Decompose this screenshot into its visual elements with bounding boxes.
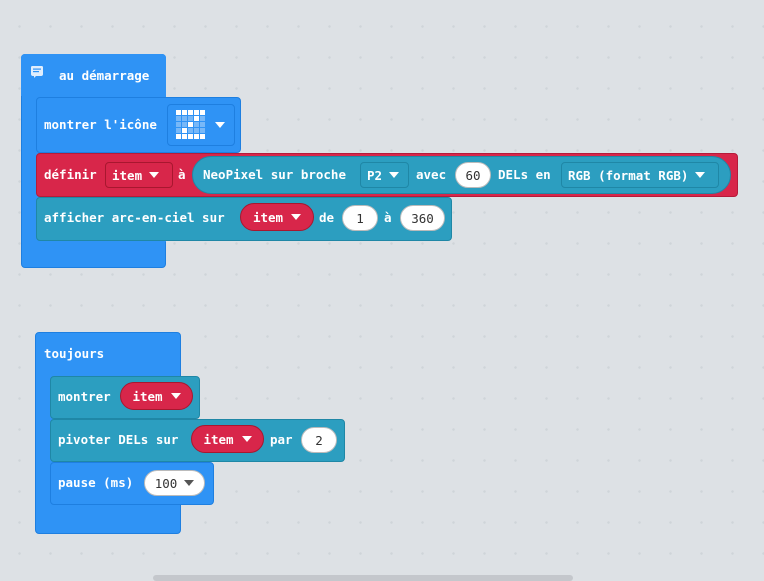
dels-en-label: DELs en	[498, 167, 551, 182]
rainbow-variable-name: item	[252, 209, 284, 225]
rotate-variable-name: item	[203, 431, 234, 447]
rainbow-to-value: 360	[411, 210, 434, 226]
rotate-amount-input[interactable]: 2	[301, 427, 337, 453]
chevron-down-icon	[149, 172, 160, 178]
led-count-value: 60	[465, 167, 481, 183]
show-label: montrer	[58, 389, 111, 404]
neopixel-create-label: NeoPixel sur broche	[203, 167, 346, 182]
show-variable-pill[interactable]: item	[120, 382, 193, 410]
chevron-down-icon	[695, 172, 706, 178]
comment-icon[interactable]	[31, 66, 43, 78]
chevron-down-icon	[291, 214, 302, 220]
mode-value: RGB (format RGB)	[568, 167, 689, 183]
chevron-down-icon	[241, 436, 252, 442]
forever-label: toujours	[44, 346, 105, 361]
chevron-down-icon	[389, 172, 400, 178]
horizontal-scrollbar[interactable]	[153, 575, 573, 581]
set-variable-name: item	[112, 167, 143, 183]
rainbow-a-label: à	[384, 210, 392, 225]
rotate-par-label: par	[270, 432, 293, 447]
pause-value: 100	[154, 475, 178, 491]
chevron-down-icon	[170, 393, 181, 399]
set-to-label: à	[178, 167, 186, 182]
avec-label: avec	[416, 167, 447, 182]
show-icon-label: montrer l'icône	[44, 117, 157, 132]
led-count-input[interactable]: 60	[455, 162, 491, 188]
icon-preview-icon	[176, 110, 205, 139]
mode-dropdown[interactable]: RGB (format RGB)	[561, 162, 719, 188]
rotate-label: pivoter DELs sur	[58, 432, 179, 447]
set-label: définir	[44, 167, 97, 182]
pause-value-dropdown[interactable]: 100	[144, 470, 205, 496]
pause-label: pause (ms)	[58, 475, 134, 490]
on-start-header	[21, 54, 166, 96]
rainbow-label: afficher arc-en-ciel sur	[44, 210, 225, 225]
rainbow-from-input[interactable]: 1	[342, 205, 378, 231]
rainbow-to-input[interactable]: 360	[400, 205, 445, 231]
rotate-variable-pill[interactable]: item	[191, 425, 264, 453]
rainbow-variable-pill[interactable]: item	[240, 203, 314, 231]
show-variable-name: item	[132, 388, 163, 404]
pin-dropdown[interactable]: P2	[360, 162, 409, 188]
chevron-down-icon	[215, 122, 225, 128]
rainbow-from-value: 1	[356, 210, 364, 226]
rotate-amount-value: 2	[315, 432, 323, 448]
on-start-label: au démarrage	[59, 68, 150, 83]
pin-value: P2	[367, 167, 383, 183]
icon-picker-dropdown[interactable]	[167, 104, 235, 146]
rainbow-block[interactable]	[36, 197, 452, 241]
chevron-down-icon	[184, 480, 195, 486]
rainbow-de-label: de	[319, 210, 335, 225]
set-variable-dropdown[interactable]: item	[105, 162, 173, 188]
